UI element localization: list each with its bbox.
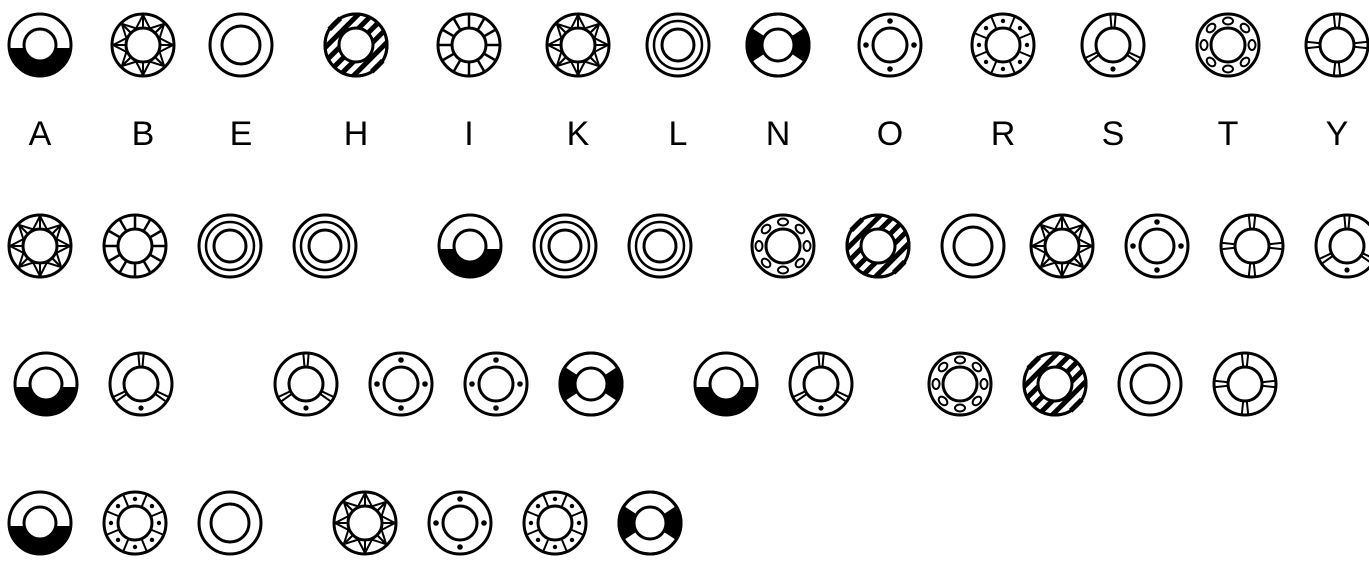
message-glyph-ovals-icon — [929, 353, 991, 415]
key-letter: E — [230, 115, 253, 153]
key-glyph-triple-icon — [647, 14, 709, 76]
message-glyph-dots4-icon — [1126, 215, 1188, 277]
message-glyph-dots4-icon — [370, 353, 432, 415]
message-word — [695, 353, 852, 415]
key-glyph-bars-icon — [1082, 14, 1144, 76]
message-line — [9, 215, 1369, 277]
key-glyph-halfblack-icon — [9, 14, 71, 76]
message-glyph-star-icon — [1031, 215, 1093, 277]
message-glyph-halfblack-icon — [439, 215, 501, 277]
message-glyph-dots4-icon — [429, 492, 491, 554]
message-line — [15, 353, 1276, 415]
message-glyph-halfblack-icon — [695, 353, 757, 415]
key-letter: A — [29, 115, 52, 153]
message-glyph-halfblack-icon — [9, 492, 71, 554]
message-glyph-bars-icon — [790, 353, 852, 415]
message-word — [439, 215, 691, 277]
message-glyph-bars-icon — [110, 353, 172, 415]
message-word — [334, 492, 681, 554]
key-letter: O — [877, 115, 903, 153]
message-glyph-halfblack-icon — [15, 353, 77, 415]
message-word — [275, 353, 622, 415]
message-glyph-spokes-icon — [104, 215, 166, 277]
message-glyph-bars4-icon — [1214, 353, 1276, 415]
message-word — [1031, 215, 1369, 277]
key-letter: K — [567, 115, 590, 153]
message-glyph-dots4-icon — [465, 353, 527, 415]
key-glyph-spokes-icon — [438, 14, 500, 76]
message-glyph-star-icon — [9, 215, 71, 277]
key-letter: I — [464, 115, 473, 153]
message-word — [9, 492, 261, 554]
key-glyph-dots4-icon — [859, 14, 921, 76]
message-glyph-hatched-icon — [1024, 353, 1086, 415]
key-glyph-sides-icon — [747, 14, 809, 76]
key-glyph-bars4-icon — [1306, 14, 1368, 76]
message-glyph-plain-icon — [1119, 353, 1181, 415]
message-glyph-ovals-icon — [752, 215, 814, 277]
message-glyph-plain-icon — [942, 215, 1004, 277]
message-glyph-triple-icon — [629, 215, 691, 277]
key-glyph-ovals-icon — [1197, 14, 1259, 76]
message-glyph-hatched-icon — [847, 215, 909, 277]
message-glyph-triple-icon — [199, 215, 261, 277]
key-glyph-hatched-icon — [325, 14, 387, 76]
key-letter: Y — [1326, 115, 1349, 153]
message-glyph-bars4-icon — [1221, 215, 1283, 277]
message-glyph-triple-icon — [294, 215, 356, 277]
key-letter: N — [766, 115, 791, 153]
message-word — [9, 215, 356, 277]
message-glyph-star-icon — [334, 492, 396, 554]
key-glyph-star-icon — [112, 14, 174, 76]
key-letter: B — [132, 115, 155, 153]
message-glyph-sides-icon — [560, 353, 622, 415]
key-letter: L — [669, 115, 688, 153]
key-glyph-dotted-icon — [972, 14, 1034, 76]
message-glyph-dotted-icon — [524, 492, 586, 554]
message-glyph-dotted-icon — [104, 492, 166, 554]
message-glyph-bars-icon — [275, 353, 337, 415]
message-word — [929, 353, 1276, 415]
key-glyph-star-icon — [547, 14, 609, 76]
message-line — [9, 492, 681, 554]
message-glyph-sides-icon — [619, 492, 681, 554]
encoded-message — [9, 215, 1369, 554]
key-letter: H — [344, 115, 369, 153]
key-letter: S — [1102, 115, 1125, 153]
message-word — [15, 353, 172, 415]
message-glyph-plain-icon — [199, 492, 261, 554]
key-letter: T — [1218, 115, 1239, 153]
key-glyph-row — [9, 14, 1368, 76]
message-glyph-bars-icon — [1316, 215, 1369, 277]
message-glyph-triple-icon — [534, 215, 596, 277]
key-glyph-plain-icon — [210, 14, 272, 76]
key-letter: R — [991, 115, 1016, 153]
message-word — [752, 215, 1004, 277]
